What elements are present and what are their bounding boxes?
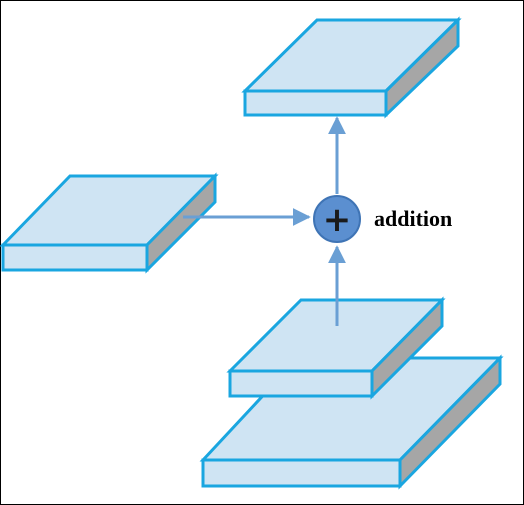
output-feature-map bbox=[241, 16, 462, 119]
upsampled-slab-front-face bbox=[228, 369, 374, 398]
upsampled-feature-map bbox=[226, 296, 446, 400]
base-feature-map bbox=[199, 354, 504, 490]
lateral-feature-map bbox=[0, 172, 219, 274]
addition-circle bbox=[313, 195, 361, 243]
output-slab-front-face bbox=[243, 89, 388, 117]
addition-node: + bbox=[313, 195, 361, 243]
lateral-slab-front-face bbox=[1, 243, 149, 272]
base-slab-front-face bbox=[201, 458, 402, 488]
addition-label: addition bbox=[374, 206, 452, 231]
plus-symbol: + bbox=[323, 200, 352, 240]
